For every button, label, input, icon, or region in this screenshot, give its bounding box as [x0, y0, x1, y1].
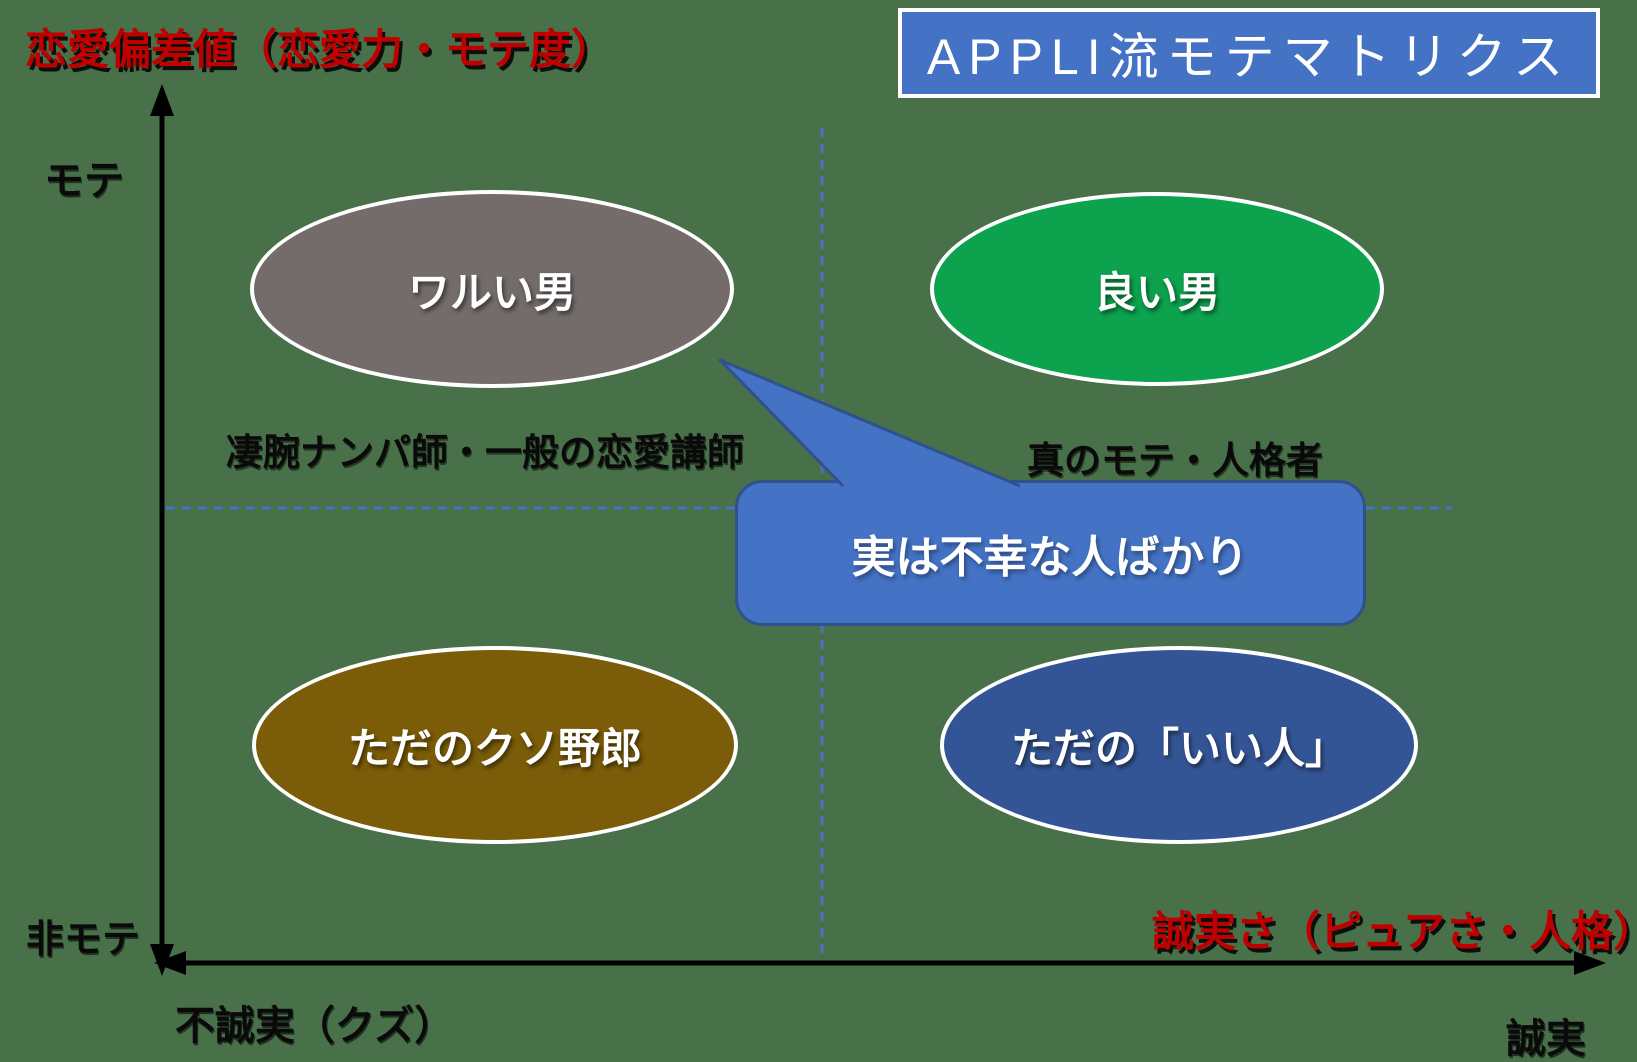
- ellipse-warui-otoko: ワルい男: [250, 190, 734, 388]
- ellipse-ii-hito: ただの「いい人」: [940, 646, 1418, 844]
- top-left-description: 凄腕ナンパ師・一般の恋愛講師: [226, 432, 744, 473]
- x-axis-left-arrowhead-icon: [154, 951, 186, 975]
- x-axis-left-label: 不誠実（クズ）: [175, 1004, 455, 1048]
- y-axis-top-label: モテ: [44, 159, 124, 203]
- x-axis-title: 誠実さ（ピュアさ・人格）: [1152, 908, 1637, 955]
- matrix-title-box: APPLI流モテマトリクス: [898, 8, 1600, 98]
- y-axis-down-arrowhead-icon: [150, 944, 174, 976]
- callout-label: 実は不幸な人ばかり: [851, 533, 1249, 582]
- ellipse-label: ただのクソ野郎: [347, 724, 642, 772]
- x-axis-right-label: 誠実: [1506, 1017, 1586, 1061]
- y-axis-up-arrowhead-icon: [150, 84, 174, 116]
- matrix-title: APPLI流モテマトリクス: [926, 29, 1572, 85]
- ellipse-label: ただの「いい人」: [1010, 724, 1347, 772]
- callout-text-box: 実は不幸な人ばかり: [735, 481, 1365, 625]
- ellipse-label: ワルい男: [407, 268, 576, 316]
- ellipse-kuso-yarou: ただのクソ野郎: [252, 646, 738, 844]
- top-right-description: 真のモテ・人格者: [1027, 440, 1323, 481]
- ellipse-yoi-otoko: 良い男: [930, 192, 1384, 386]
- y-axis-title: 恋愛偏差値（恋愛力・モテ度）: [25, 26, 614, 73]
- y-axis-bottom-label: 非モテ: [26, 919, 141, 961]
- ellipse-label: 良い男: [1093, 268, 1220, 316]
